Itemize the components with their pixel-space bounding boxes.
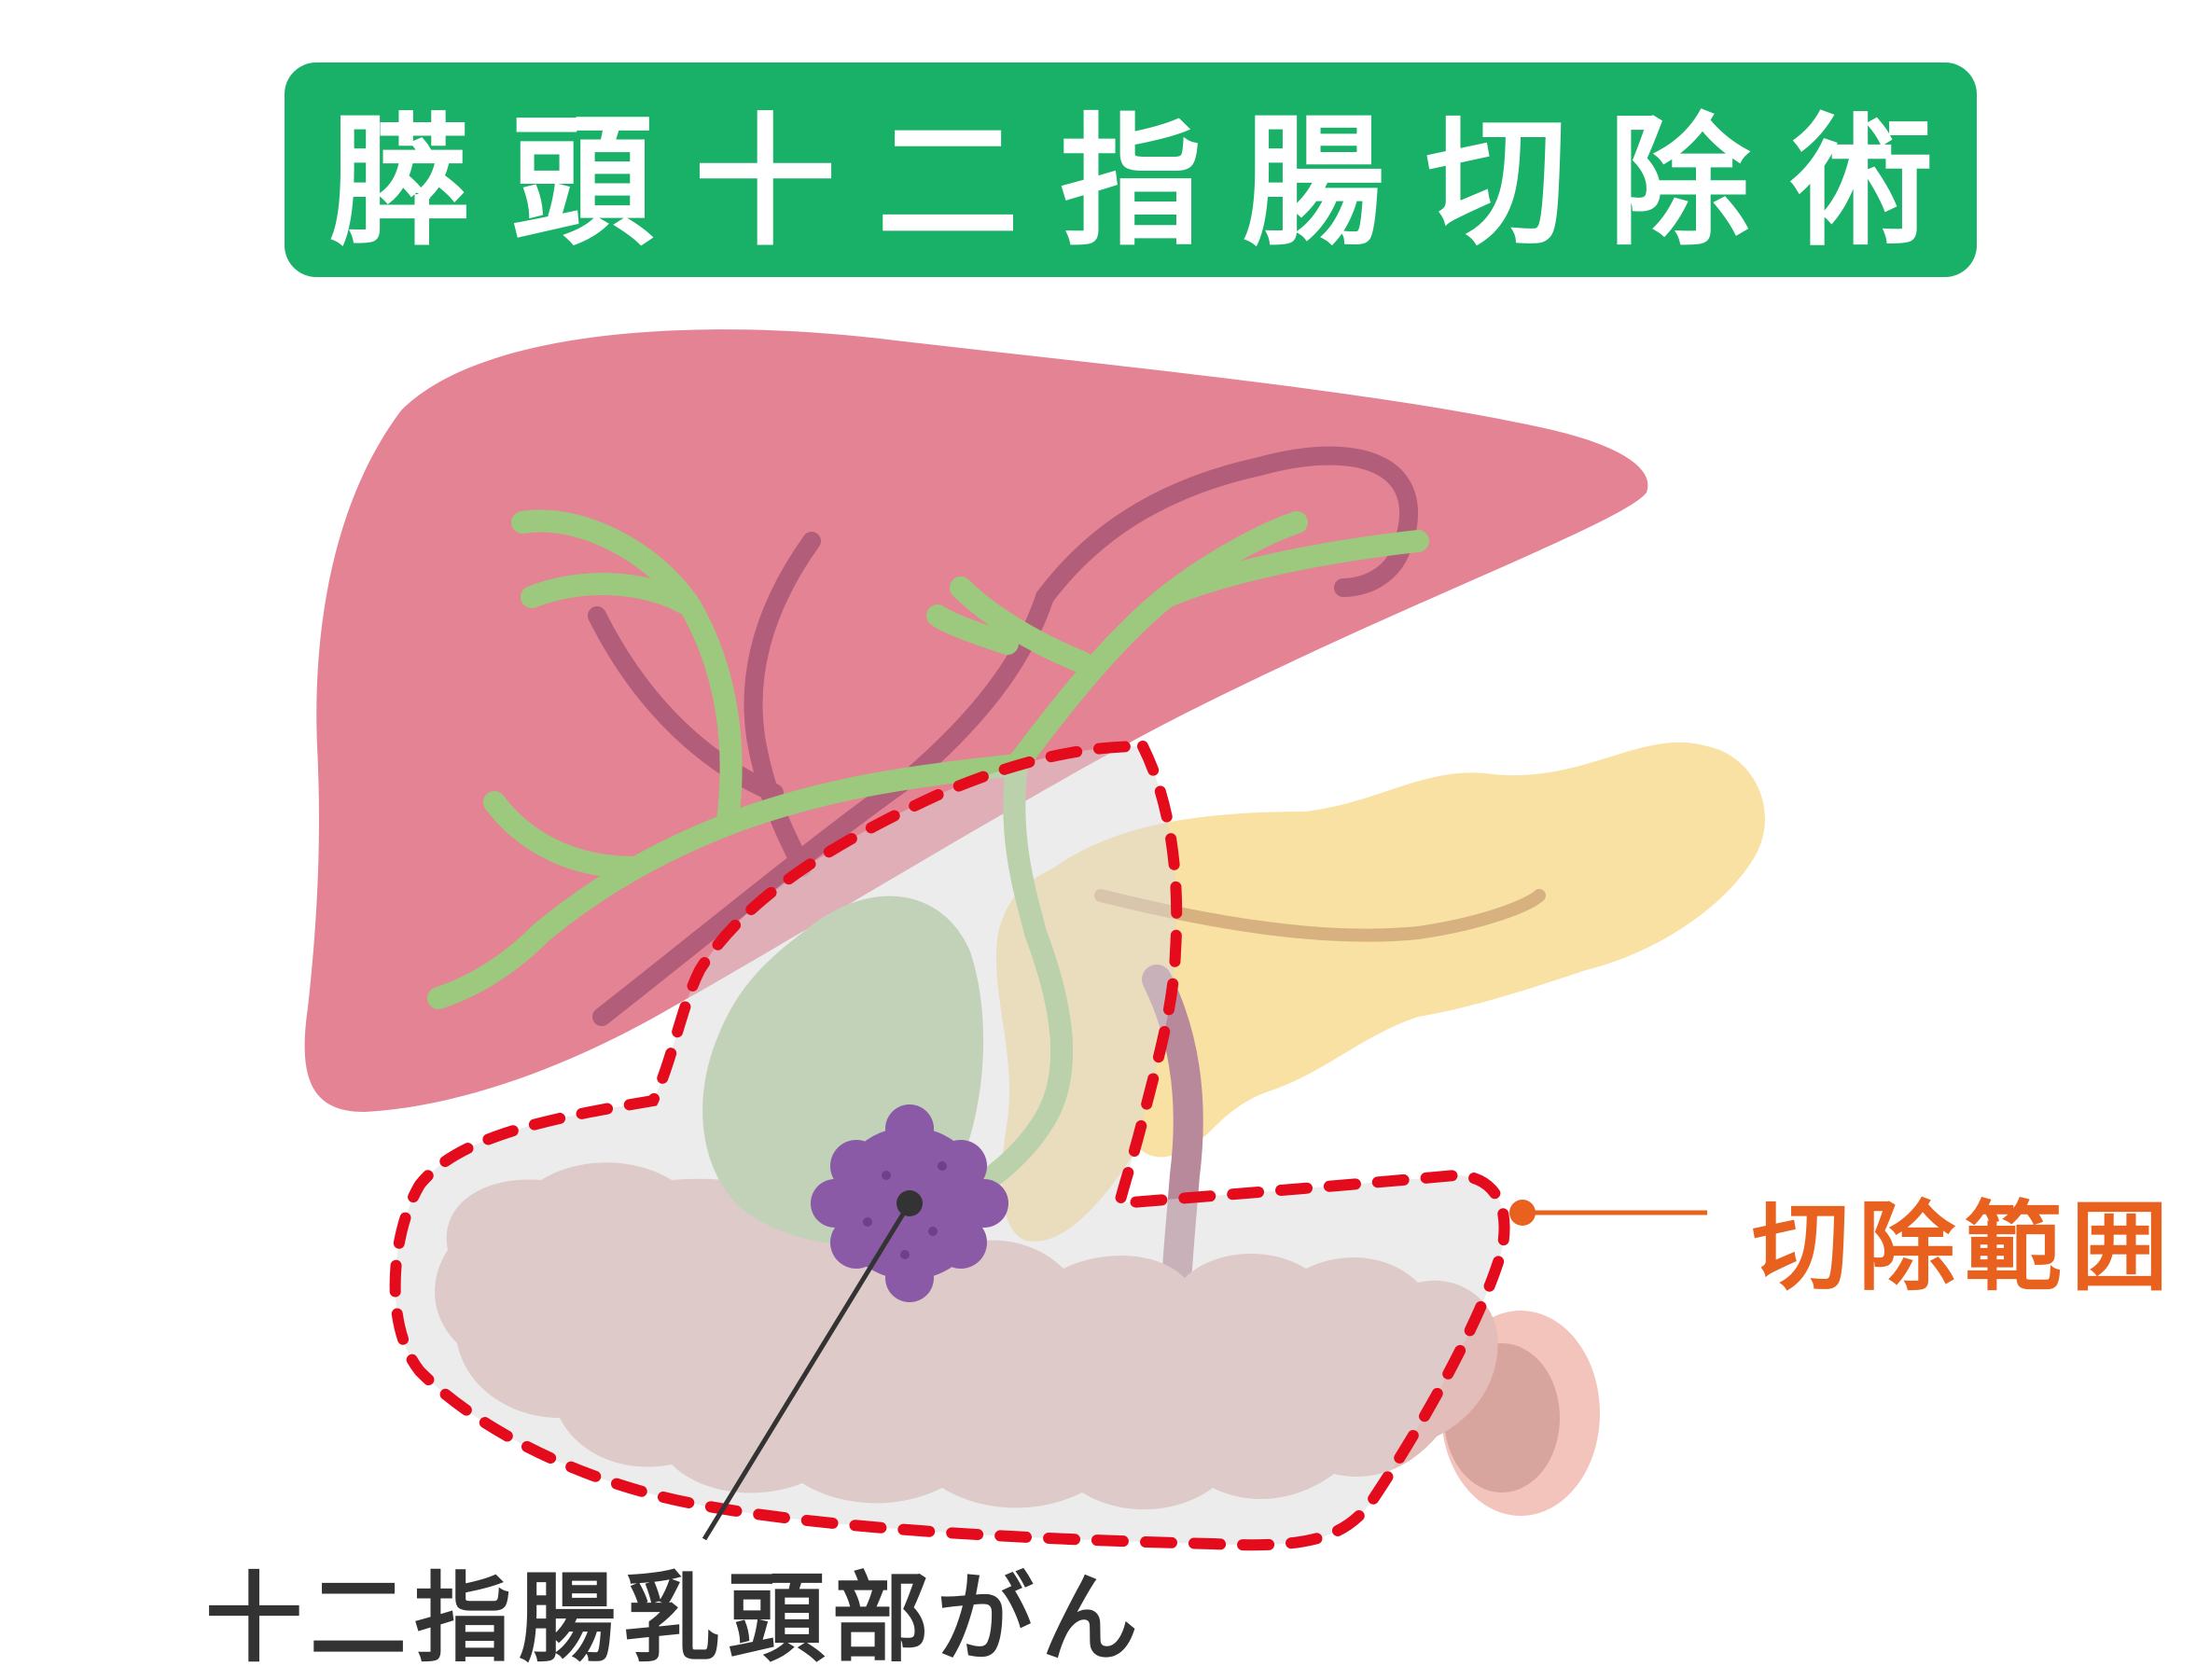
cancer-label-dot — [896, 1190, 923, 1216]
pancreatic-duct — [1094, 889, 1546, 942]
resection-range-label: 切除範囲 — [1752, 1190, 2178, 1304]
page-title: 膵頭十二指腸切除術 — [328, 100, 1974, 265]
cancer-label: 十二指腸乳頭部がん — [205, 1562, 1147, 1675]
resection-label-dot — [1509, 1200, 1536, 1226]
cancer-label-line — [702, 1201, 912, 1541]
title-banner: 膵頭十二指腸切除術 — [285, 62, 1977, 277]
